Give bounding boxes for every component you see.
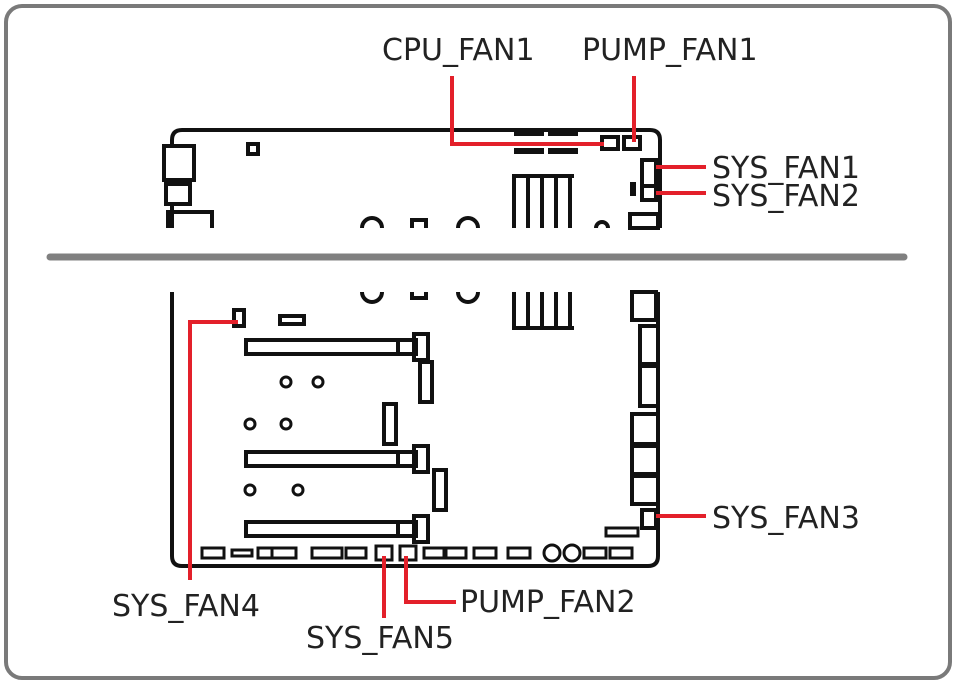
sys-fan1-header <box>640 158 658 188</box>
cpu-mount-hole <box>360 291 384 304</box>
small-component <box>628 212 660 230</box>
sys-fan3-label: SYS_FAN3 <box>712 501 860 536</box>
m2-slot <box>382 402 398 446</box>
memory-slots-bottom <box>512 292 574 330</box>
small-chip <box>630 182 636 196</box>
pump-fan2-label: PUMP_FAN2 <box>460 585 636 620</box>
sys-fan3-header <box>640 508 658 530</box>
cpu-mount-stub <box>410 218 428 228</box>
mount-holes <box>243 375 325 497</box>
sys-fan4-label: SYS_FAN4 <box>112 589 260 624</box>
cpu-fan1-leader <box>450 76 604 146</box>
board-outline-bottom <box>170 292 660 568</box>
right-connector <box>638 364 660 408</box>
pcie-slot-3 <box>244 520 400 538</box>
pump-fan2-leader <box>404 556 456 604</box>
sys-fan1-label: SYS_FAN1 <box>712 151 860 186</box>
bottom-headers <box>200 526 640 563</box>
sys-fan4-header <box>232 308 246 328</box>
right-connector <box>630 290 658 322</box>
outer-frame <box>4 4 952 680</box>
motherboard-bottom-section <box>170 290 660 568</box>
small-component <box>278 314 306 326</box>
cpu-mount-hole <box>360 216 384 229</box>
small-component <box>246 142 260 156</box>
cpu-fan1-header <box>600 135 620 151</box>
sys-fan4-leader <box>188 320 238 580</box>
cpu-mount-stub <box>410 292 428 300</box>
sys-fan5-label: SYS_FAN5 <box>306 621 454 656</box>
cpu-mount-hole <box>456 216 480 229</box>
top-connector <box>514 128 544 136</box>
rear-io-stub <box>166 210 214 228</box>
top-connector <box>514 148 544 154</box>
small-arc <box>594 220 610 229</box>
m2-slot <box>432 468 448 512</box>
board-outline-top <box>170 128 662 228</box>
rear-io-block-2 <box>164 182 192 206</box>
rear-io-block <box>162 144 196 182</box>
leader-lines <box>188 76 706 618</box>
pump-fan1-label: PUMP_FAN1 <box>582 33 758 68</box>
pcie-slot-1 <box>244 338 400 356</box>
cpu-fan1-label: CPU_FAN1 <box>382 33 535 68</box>
cpu-mount-hole <box>456 291 480 304</box>
pcie-latches <box>398 332 430 544</box>
sys-fan2-header <box>640 184 658 202</box>
sata-port <box>630 474 660 506</box>
pcie-slot-2 <box>244 450 400 468</box>
m2-slot <box>418 360 434 404</box>
top-connector <box>548 148 578 154</box>
memory-slots <box>512 174 574 228</box>
top-connector <box>548 128 578 136</box>
sys-fan2-label: SYS_FAN2 <box>712 179 860 214</box>
